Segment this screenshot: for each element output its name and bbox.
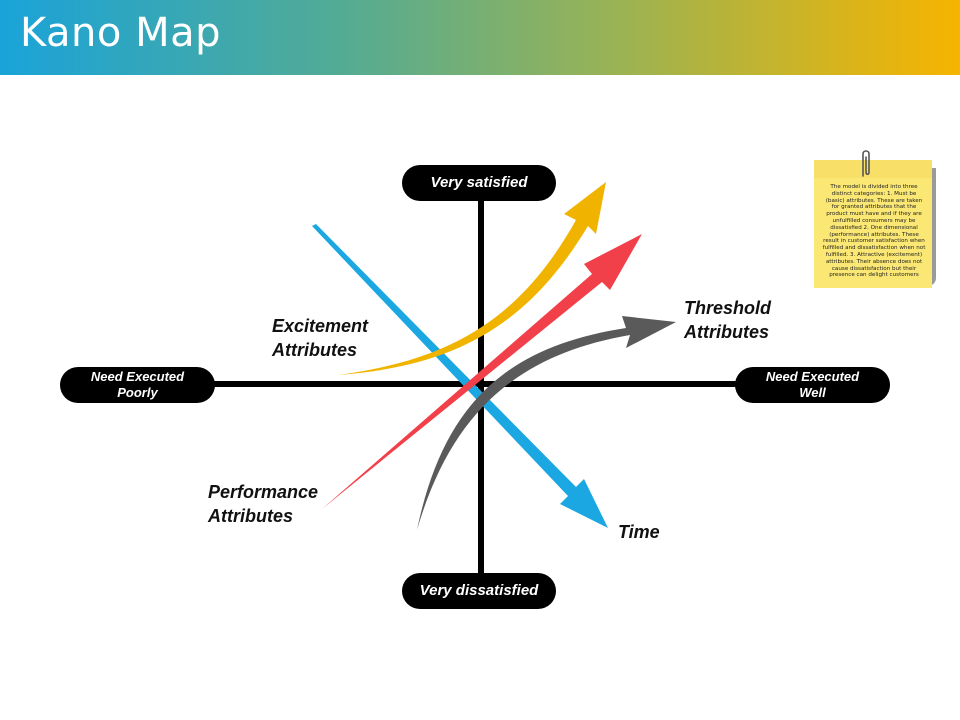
- need-executed-poorly-label: Need Executed Poorly: [60, 367, 215, 403]
- performance-attributes-label: Performance Attributes: [208, 482, 319, 526]
- page-title: Kano Map: [20, 10, 221, 56]
- sticky-note-text: The model is divided into three distinct…: [822, 184, 926, 279]
- very-satisfied-label: Very satisfied: [402, 165, 556, 201]
- performance-arrow: [322, 234, 642, 509]
- threshold-attributes-label: Threshold Attributes: [684, 298, 772, 342]
- time-arrow: [312, 224, 608, 528]
- sticky-note: The model is divided into three distinct…: [812, 158, 936, 288]
- excitement-attributes-label: Excitement Attributes: [272, 316, 369, 360]
- paperclip-icon: [862, 150, 870, 177]
- very-dissatisfied-label: Very dissatisfied: [402, 573, 556, 609]
- header-banner: Kano Map: [0, 0, 960, 75]
- time-label: Time: [618, 522, 660, 542]
- sticky-note-paper: The model is divided into three distinct…: [814, 160, 932, 288]
- need-executed-well-label: Need Executed Well: [735, 367, 890, 403]
- excitement-arrow: [338, 182, 606, 375]
- threshold-arrow: [417, 316, 676, 530]
- sticky-note-band: [814, 160, 932, 178]
